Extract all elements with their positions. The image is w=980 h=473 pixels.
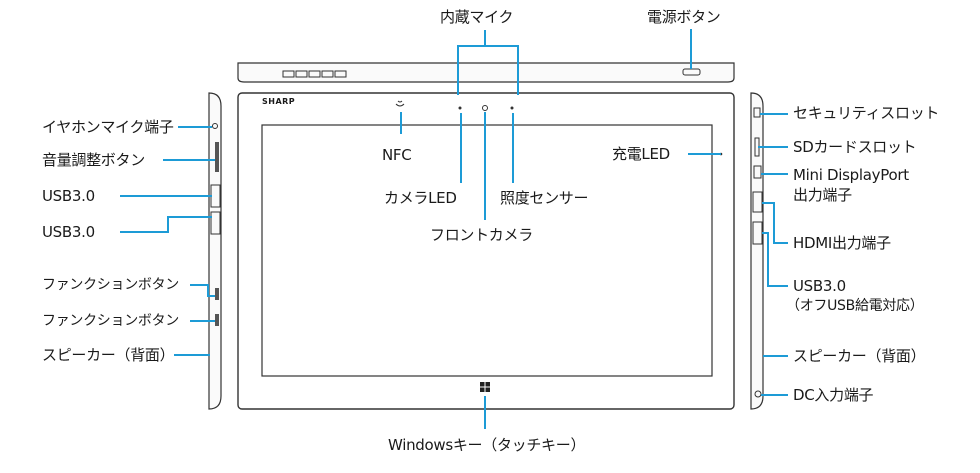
tablet-right-edge bbox=[750, 92, 764, 410]
label-charge-led: 充電LED bbox=[612, 145, 670, 163]
label-light-sensor: 照度センサー bbox=[500, 189, 589, 207]
leader-earphone bbox=[178, 126, 212, 128]
leader-func-1 bbox=[190, 284, 208, 286]
tablet-top-edge bbox=[237, 62, 735, 83]
leader-sd bbox=[758, 146, 788, 148]
leader-hdmi-bottom bbox=[773, 242, 788, 244]
label-speaker-right: スピーカー（背面） bbox=[793, 347, 926, 365]
label-sd-slot: SDカードスロット bbox=[793, 138, 917, 156]
label-earphone-jack: イヤホンマイク端子 bbox=[42, 118, 174, 136]
leader-mini-dp bbox=[761, 173, 788, 175]
front-camera-lens bbox=[482, 105, 488, 111]
leader-func-2 bbox=[190, 320, 215, 322]
label-internal-mic: 内蔵マイク bbox=[440, 8, 514, 26]
earphone-jack-shape bbox=[212, 123, 218, 129]
nfc-icon bbox=[395, 100, 405, 107]
leader-usb-right-bottom bbox=[767, 285, 788, 287]
top-vent-3 bbox=[308, 70, 321, 78]
label-usb-right-line2: （オフUSB給電対応） bbox=[786, 298, 924, 314]
leader-mic-bar bbox=[457, 45, 519, 47]
function-button-2-shape bbox=[215, 314, 219, 326]
leader-windows-key bbox=[484, 396, 486, 429]
function-button-1-shape bbox=[215, 288, 219, 300]
label-usb-left-1: USB3.0 bbox=[42, 187, 95, 205]
leader-mic-stem bbox=[484, 30, 486, 46]
label-mini-dp-line1: Mini DisplayPort bbox=[793, 166, 909, 184]
label-hdmi: HDMI出力端子 bbox=[793, 234, 891, 252]
leader-volume bbox=[163, 159, 215, 161]
leader-power bbox=[690, 29, 692, 69]
security-slot-shape bbox=[753, 107, 761, 118]
leader-usb-right-top bbox=[762, 232, 768, 234]
top-vent-5 bbox=[334, 70, 347, 78]
label-security-slot: セキュリティスロット bbox=[793, 104, 940, 122]
leader-usb-left-1 bbox=[120, 195, 212, 197]
tablet-left-edge bbox=[208, 92, 222, 410]
leader-nfc bbox=[400, 112, 402, 134]
label-speaker-left: スピーカー（背面） bbox=[42, 346, 175, 364]
leader-usb-left-2 bbox=[120, 231, 168, 233]
leader-mic-right bbox=[517, 45, 519, 95]
top-vent-2 bbox=[295, 70, 308, 78]
leader-security bbox=[760, 113, 788, 115]
label-front-camera: フロントカメラ bbox=[430, 226, 533, 244]
leader-hdmi-v bbox=[773, 202, 775, 244]
label-camera-led: カメラLED bbox=[384, 189, 457, 207]
label-usb-left-2: USB3.0 bbox=[42, 223, 95, 241]
light-sensor-dot bbox=[510, 106, 514, 110]
leader-func-1-h2 bbox=[207, 295, 215, 297]
label-function-button-2: ファンクションボタン bbox=[42, 313, 179, 329]
top-vent-1 bbox=[282, 70, 295, 78]
leader-speaker-left bbox=[174, 354, 210, 356]
mini-dp-shape bbox=[753, 165, 762, 179]
leader-dc bbox=[761, 394, 788, 396]
label-volume-button: 音量調整ボタン bbox=[42, 151, 145, 169]
tablet-screen bbox=[261, 124, 713, 377]
brand-logo: SHARP bbox=[262, 97, 296, 106]
camera-led-dot bbox=[458, 106, 462, 110]
label-function-button-1: ファンクションボタン bbox=[42, 277, 179, 293]
windows-logo-icon bbox=[480, 382, 490, 392]
top-vent-4 bbox=[321, 70, 334, 78]
leader-charge-led bbox=[688, 153, 721, 155]
leader-speaker-right bbox=[763, 355, 788, 357]
tablet-front bbox=[237, 92, 735, 410]
label-mini-dp-line2: 出力端子 bbox=[793, 186, 852, 204]
leader-hdmi-top bbox=[762, 202, 774, 204]
label-windows-key: Windowsキー（タッチキー） bbox=[388, 436, 586, 454]
leader-mic-left bbox=[457, 45, 459, 95]
volume-button-shape bbox=[215, 142, 219, 172]
leader-usb-left-2-v bbox=[167, 216, 169, 233]
power-button-shape bbox=[682, 68, 701, 76]
leader-usb-left-2-h2 bbox=[167, 216, 212, 218]
leader-func-1-v bbox=[207, 284, 209, 297]
leader-usb-right-v bbox=[767, 232, 769, 287]
label-usb-right-line1: USB3.0 bbox=[793, 277, 846, 295]
label-nfc: NFC bbox=[382, 146, 412, 164]
leader-camera-led bbox=[460, 113, 462, 183]
leader-light-sensor bbox=[512, 113, 514, 183]
label-dc-jack: DC入力端子 bbox=[793, 386, 874, 404]
usb-port-left-2 bbox=[210, 211, 221, 235]
label-power-button: 電源ボタン bbox=[647, 8, 721, 26]
leader-front-camera bbox=[484, 112, 486, 220]
